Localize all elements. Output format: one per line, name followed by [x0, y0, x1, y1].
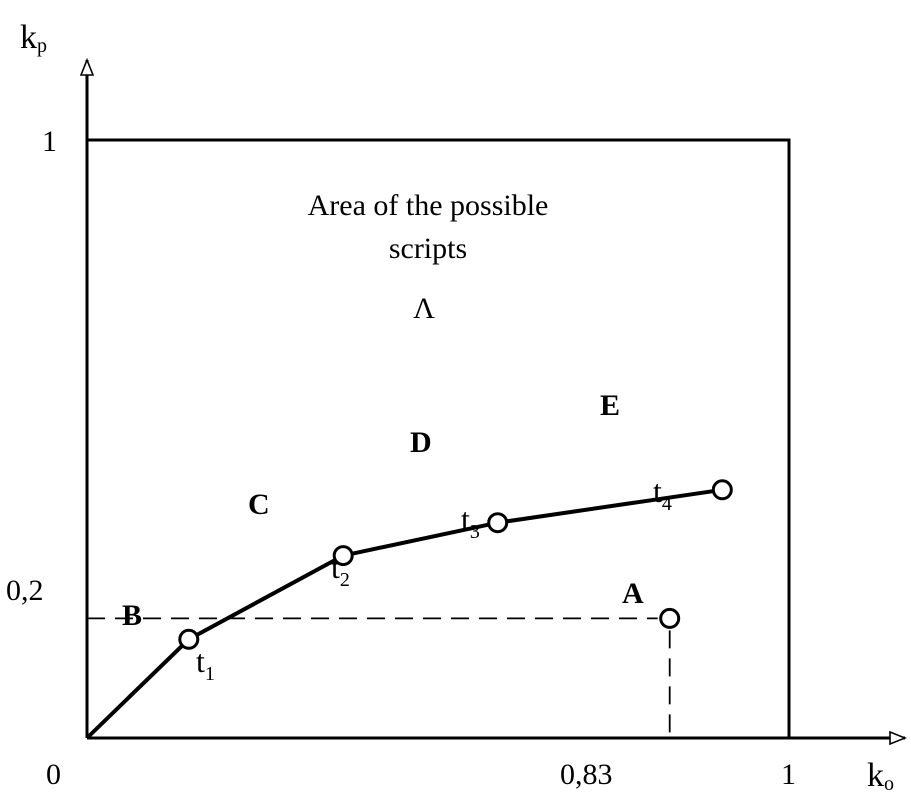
time-label-t3: t3 [461, 501, 480, 543]
point-B-marker [178, 628, 200, 650]
x-tick-1: 1 [781, 758, 796, 791]
point-E-marker [711, 479, 733, 501]
region-title-line2: scripts [389, 232, 467, 265]
origin-label: 0 [46, 758, 61, 791]
x-axis-label: ko [867, 757, 894, 794]
region-boundary [87, 138, 791, 738]
time-label-t1: t1 [196, 643, 215, 685]
region-symbol: Λ [413, 292, 435, 325]
point-A-marker [659, 607, 681, 629]
y-tick-02: 0,2 [6, 574, 44, 607]
point-E-label: E [600, 389, 620, 422]
point-D-marker [487, 512, 509, 534]
time-label-t4: t4 [653, 473, 672, 515]
region-title-line1: Area of the possible [308, 189, 549, 222]
point-D-label: D [410, 426, 432, 459]
point-A-label: A [622, 577, 644, 610]
point-C-label: C [248, 488, 270, 521]
y-axis-label: kp [20, 19, 47, 57]
time-label-t2: t2 [331, 549, 350, 591]
x-tick-083: 0,83 [560, 758, 613, 791]
point-C-marker [332, 545, 354, 567]
y-tick-1: 1 [42, 125, 57, 158]
trajectory-line [85, 487, 723, 740]
point-B-label: B [122, 599, 142, 632]
